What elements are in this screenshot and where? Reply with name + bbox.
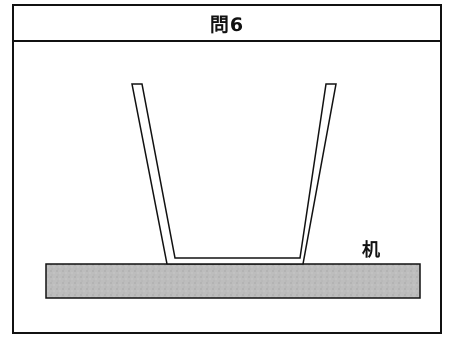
figure-title: 問6 — [209, 13, 245, 36]
figure-frame: 問6 机 — [12, 4, 442, 334]
title-bar: 問6 — [14, 6, 440, 42]
cup — [131, 83, 337, 265]
desk — [45, 263, 421, 299]
desk-label: 机 — [362, 240, 380, 261]
diagram-canvas — [45, 83, 421, 299]
